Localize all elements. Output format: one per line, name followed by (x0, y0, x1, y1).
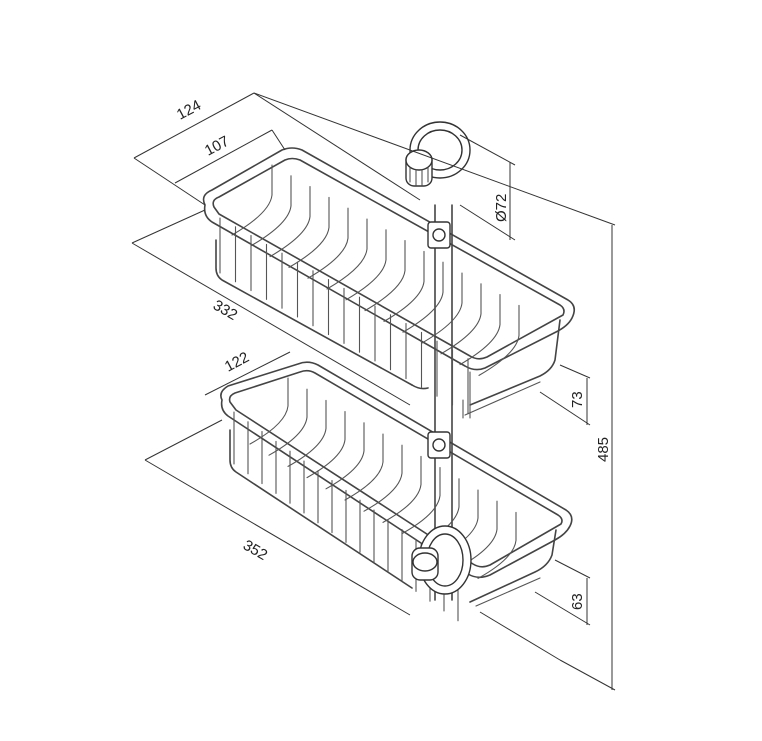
bottom-suction-cup (411, 525, 472, 595)
dim-label-top-basket-height: 73 (569, 391, 586, 408)
basket-wire (269, 186, 311, 258)
dim-label-total-height: 485 (595, 437, 612, 462)
lower-basket (220, 361, 573, 607)
basket-wire (421, 272, 463, 344)
basket-wire (478, 304, 520, 376)
dim-label-top-length: 332 (210, 297, 240, 324)
lower-connector (427, 431, 451, 459)
top-basket (202, 147, 576, 419)
basket-wire (325, 422, 365, 490)
top-suction-cup (405, 121, 471, 187)
basket-wire (307, 207, 349, 279)
basket-wire (440, 283, 482, 355)
basket-wire (268, 388, 308, 456)
basket-wire (306, 411, 346, 479)
basket-wire (477, 511, 517, 579)
basket-wire (249, 377, 289, 445)
basket-wire (363, 444, 403, 512)
dim-label-top-depth-inner: 107 (202, 133, 232, 160)
dimension-lines (131, 92, 616, 691)
top-connector (427, 221, 451, 249)
dim-label-lower-length: 352 (240, 537, 270, 564)
basket-wire (402, 261, 444, 333)
dim-label-lower-basket-height: 63 (569, 593, 586, 610)
dim-label-suction-cup-diameter: Ø72 (493, 194, 510, 222)
dim-label-top-depth-outer: 124 (174, 97, 204, 124)
top-basket-wires (219, 164, 520, 415)
basket-wire (364, 240, 406, 312)
basket-wire (382, 455, 422, 523)
basket-wire (344, 433, 384, 501)
basket-wire (459, 294, 501, 366)
basket-wire (287, 399, 327, 467)
basket-wire (401, 467, 441, 535)
basket-wire (345, 229, 387, 301)
basket-wire (383, 250, 425, 322)
basket-wire (250, 175, 292, 247)
basket-wire (326, 218, 368, 290)
basket-wire (231, 164, 273, 236)
dim-label-lower-depth: 122 (222, 349, 252, 376)
lower-basket-wires (233, 377, 517, 622)
basket-wire (288, 196, 330, 268)
